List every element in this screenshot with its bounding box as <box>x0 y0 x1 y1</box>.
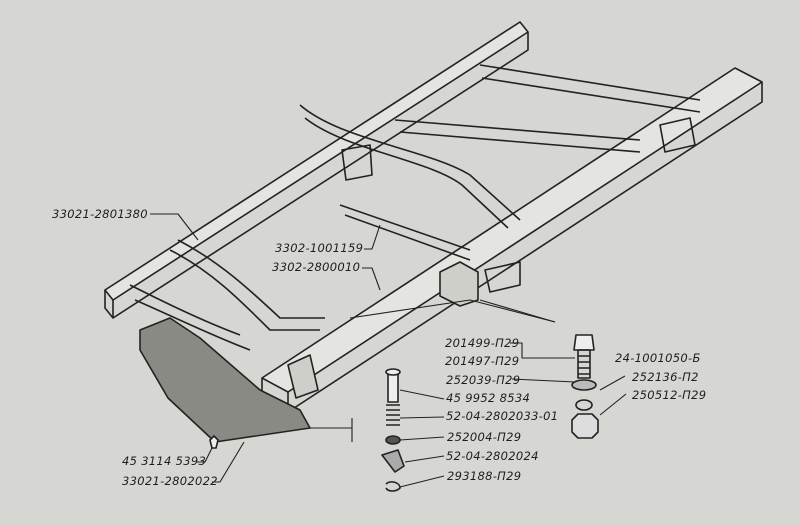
crossmembers <box>129 64 701 351</box>
label-33021-2802022: 33021-2802022 <box>122 474 218 488</box>
label-33021-2801380: 33021-2801380 <box>52 207 148 221</box>
skid-plate <box>139 317 311 443</box>
label-252039-p29: 252039-П29 <box>446 373 521 387</box>
label-252136-p2: 252136-П2 <box>632 370 699 384</box>
label-201497-p29: 201497-П29 <box>445 354 520 368</box>
label-24-1001050-b: 24-1001050-Б <box>615 351 701 365</box>
label-293188-p29: 293188-П29 <box>447 469 522 483</box>
right-frame-rail <box>261 67 763 413</box>
bracket-rear <box>659 117 696 153</box>
shackle-bracket <box>287 354 319 399</box>
label-52-04-2802033-01: 52-04-2802033-01 <box>446 409 559 423</box>
label-3302-2800010: 3302-2800010 <box>272 260 361 274</box>
spring-bracket <box>439 261 479 307</box>
label-52-04-2802024: 52-04-2802024 <box>446 449 539 463</box>
label-3302-1001159: 3302-1001159 <box>275 241 364 255</box>
label-252004-p29: 252004-П29 <box>447 430 522 444</box>
label-250512-p29: 250512-П29 <box>632 388 707 402</box>
bracket-1001159-shape <box>339 204 471 261</box>
bolt-assembly <box>571 334 599 439</box>
label-201499-p29: 201499-П29 <box>445 336 520 350</box>
bracket-small <box>484 261 521 293</box>
left-frame-rail <box>104 21 529 319</box>
bracket-upper <box>341 144 373 181</box>
label-45-9952-8534: 45 9952 8534 <box>446 391 531 405</box>
label-45-3114-5393: 45 3114 5393 <box>122 454 207 468</box>
pin-assembly <box>381 368 405 492</box>
